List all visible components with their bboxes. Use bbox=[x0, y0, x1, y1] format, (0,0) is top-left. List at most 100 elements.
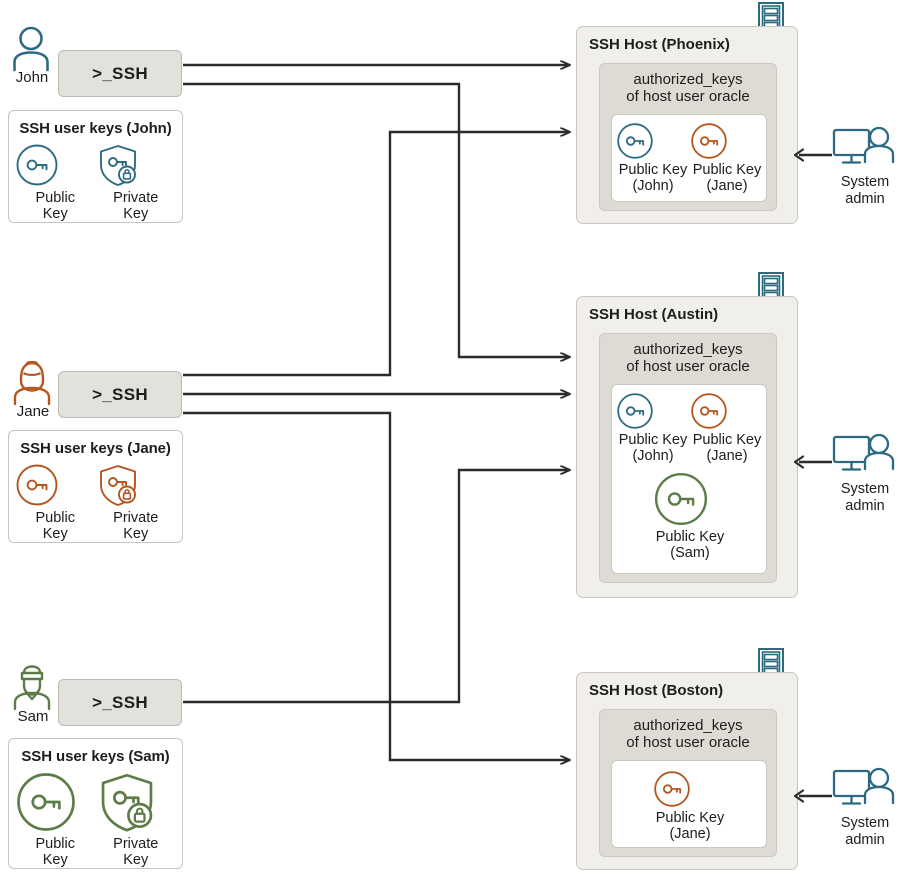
phoenix-admin-label-2: admin bbox=[845, 190, 885, 207]
austin-key-jane-label-2: (Jane) bbox=[706, 448, 748, 465]
jane-private-key-label-1: Private bbox=[113, 510, 159, 526]
boston-key-jane: Public Key (Jane) bbox=[653, 770, 727, 842]
jane-public-key: Public Key bbox=[15, 463, 96, 542]
sam-user-keys-card: SSH user keys (Sam) Public Key bbox=[8, 738, 183, 869]
sam-private-key-label-1: Private bbox=[113, 836, 159, 852]
boston-admin-arrow bbox=[793, 789, 832, 803]
austin-key-sam-label-1: Public Key bbox=[655, 529, 725, 545]
public-key-icon bbox=[691, 393, 727, 429]
boston-key-jane-label-1: Public Key bbox=[655, 810, 725, 826]
public-key-icon bbox=[617, 123, 653, 159]
jane-private-key: Private Key bbox=[96, 463, 177, 542]
austin-key-john: Public Key (John) bbox=[616, 392, 690, 464]
phoenix-authorized-keys-box: authorized_keys of host user oracle Publ… bbox=[599, 63, 777, 211]
boston-title: SSH Host (Boston) bbox=[589, 682, 724, 699]
sam-user-keys-title: SSH user keys (Sam) bbox=[21, 748, 170, 765]
person-icon bbox=[13, 26, 49, 72]
phoenix-key-john-label-1: Public Key bbox=[618, 162, 688, 178]
phoenix-key-john: Public Key (John) bbox=[616, 122, 690, 194]
austin-authorized-keys-box: authorized_keys of host user oracle Publ… bbox=[599, 333, 777, 583]
jane-ssh-button[interactable]: >_SSH bbox=[58, 371, 182, 418]
austin-key-john-label-2: (John) bbox=[632, 448, 674, 465]
sam-private-key-label-2: Key bbox=[123, 852, 149, 869]
phoenix-title: SSH Host (Phoenix) bbox=[589, 36, 730, 53]
jane-user-keys-title: SSH user keys (Jane) bbox=[20, 440, 171, 457]
boston-admin-label-2: admin bbox=[845, 831, 885, 848]
john-public-key: Public Key bbox=[15, 143, 96, 222]
wire-sam-austin bbox=[183, 470, 570, 704]
sam-public-key-label-2: Key bbox=[42, 852, 68, 869]
john-user-keys-title: SSH user keys (John) bbox=[19, 120, 172, 137]
phoenix-auth-title-1: authorized_keys bbox=[633, 71, 743, 88]
austin-key-john-label-1: Public Key bbox=[618, 432, 688, 448]
john-private-key-label-1: Private bbox=[113, 190, 159, 206]
jane-user-keys-card: SSH user keys (Jane) Public Key bbox=[8, 430, 183, 543]
system-admin-icon bbox=[832, 433, 895, 471]
austin-key-jane: Public Key (Jane) bbox=[690, 392, 764, 464]
public-key-icon bbox=[654, 771, 690, 807]
public-key-icon bbox=[17, 773, 75, 831]
user-jane-avatar-group: Jane bbox=[8, 360, 58, 419]
phoenix-key-john-label-2: (John) bbox=[632, 178, 674, 195]
person-icon bbox=[13, 360, 51, 406]
host-card-phoenix: SSH Host (Phoenix) authorized_keys of ho… bbox=[576, 26, 798, 224]
user-john-avatar-group: John bbox=[8, 26, 56, 85]
austin-admin-label-2: admin bbox=[845, 497, 885, 514]
wire-jane-boston bbox=[183, 411, 570, 760]
austin-key-jane-label-1: Public Key bbox=[692, 432, 762, 448]
austin-key-sam-label-2: (Sam) bbox=[670, 545, 710, 562]
austin-auth-title-1: authorized_keys bbox=[633, 341, 743, 358]
boston-key-jane-label-2: (Jane) bbox=[669, 826, 711, 843]
phoenix-admin-arrow bbox=[793, 148, 832, 162]
user-sam-avatar-group: Sam bbox=[8, 665, 58, 724]
austin-auth-title-2: of host user oracle bbox=[626, 358, 750, 376]
john-private-key-label-2: Key bbox=[123, 206, 149, 223]
phoenix-keys-inner: Public Key (John) Public Key (Jane) bbox=[611, 114, 767, 202]
private-key-icon bbox=[99, 465, 136, 506]
public-key-icon bbox=[654, 472, 708, 526]
system-admin-icon bbox=[832, 767, 895, 805]
user-john-name: John bbox=[15, 69, 49, 86]
john-ssh-button[interactable]: >_SSH bbox=[58, 50, 182, 97]
boston-system-admin: System admin bbox=[832, 767, 898, 848]
person-icon bbox=[13, 665, 51, 711]
john-public-key-label-2: Key bbox=[42, 206, 68, 223]
wire-jane-phoenix bbox=[183, 132, 570, 377]
john-private-key: Private Key bbox=[96, 143, 177, 222]
austin-admin-arrow bbox=[793, 455, 832, 469]
sam-ssh-button[interactable]: >_SSH bbox=[58, 679, 182, 726]
host-card-boston: SSH Host (Boston) authorized_keys of hos… bbox=[576, 672, 798, 870]
public-key-icon bbox=[617, 393, 653, 429]
austin-system-admin: System admin bbox=[832, 433, 898, 514]
phoenix-key-jane-label-1: Public Key bbox=[692, 162, 762, 178]
wire-john-austin bbox=[183, 82, 570, 357]
boston-admin-label-1: System bbox=[840, 815, 890, 831]
john-public-key-label-1: Public bbox=[35, 190, 76, 206]
private-key-icon bbox=[101, 773, 152, 832]
john-user-keys-card: SSH user keys (John) Public Key bbox=[8, 110, 183, 223]
boston-authorized-keys-box: authorized_keys of host user oracle Publ… bbox=[599, 709, 777, 857]
phoenix-key-jane-label-2: (Jane) bbox=[706, 178, 748, 195]
sam-private-key: Private Key bbox=[96, 771, 177, 868]
boston-keys-inner: Public Key (Jane) bbox=[611, 760, 767, 848]
boston-auth-title-2: of host user oracle bbox=[626, 734, 750, 752]
phoenix-system-admin: System admin bbox=[832, 126, 898, 207]
public-key-icon bbox=[691, 123, 727, 159]
public-key-icon bbox=[16, 464, 58, 506]
sam-public-key-label-1: Public bbox=[35, 836, 76, 852]
austin-key-sam: Public Key (Sam) bbox=[653, 471, 727, 561]
phoenix-auth-title-2: of host user oracle bbox=[626, 88, 750, 106]
user-jane-name: Jane bbox=[16, 403, 50, 420]
austin-keys-inner: Public Key (John) Public Key (Jane) bbox=[611, 384, 767, 574]
austin-admin-label-1: System bbox=[840, 481, 890, 497]
private-key-icon bbox=[99, 145, 136, 186]
phoenix-admin-label-1: System bbox=[840, 174, 890, 190]
system-admin-icon bbox=[832, 126, 895, 164]
user-sam-name: Sam bbox=[17, 708, 49, 725]
sam-public-key: Public Key bbox=[15, 771, 96, 868]
public-key-icon bbox=[16, 144, 58, 186]
phoenix-key-jane: Public Key (Jane) bbox=[690, 122, 764, 194]
jane-public-key-label-2: Key bbox=[42, 526, 68, 543]
jane-public-key-label-1: Public bbox=[35, 510, 76, 526]
